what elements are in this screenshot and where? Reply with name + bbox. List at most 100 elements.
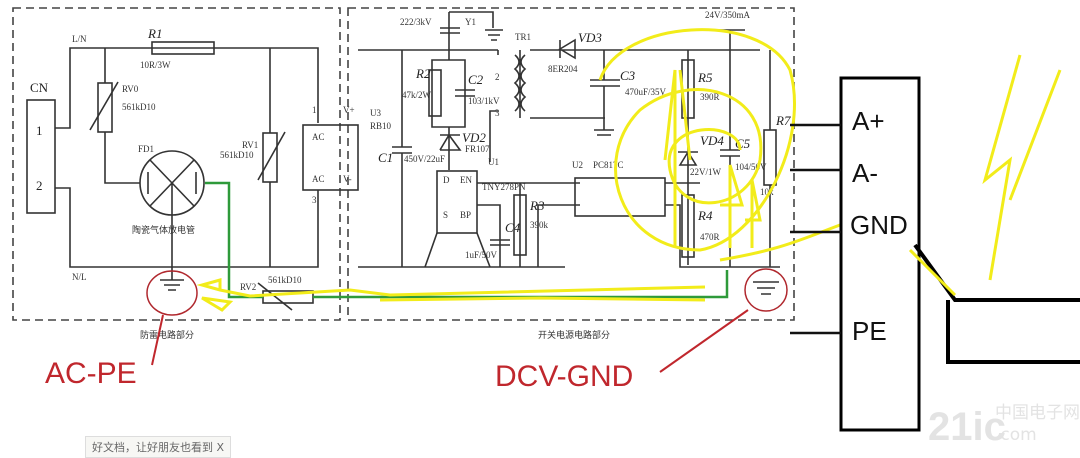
- component-label: 390R: [700, 92, 720, 102]
- component-label: VD4: [700, 133, 724, 148]
- line-bottom-label: N/L: [72, 272, 87, 282]
- circuit-wire: [424, 182, 580, 268]
- resistor-r2: [428, 69, 442, 117]
- component-label: 470R: [700, 232, 720, 242]
- surge-section-box: [12, 7, 341, 321]
- component-label: AC: [312, 174, 325, 184]
- component-label: 8ER204: [548, 64, 578, 74]
- circuit-wire: [201, 296, 234, 312]
- component-label: U1: [488, 157, 499, 167]
- component-label: 103/1kV: [468, 96, 500, 106]
- component-label: 陶瓷气体放电管: [132, 224, 195, 235]
- component-label: 561kD10: [122, 102, 156, 112]
- component-label: 2: [495, 72, 500, 82]
- component-label: FR107: [465, 144, 490, 154]
- terminal-a-plus: A+: [852, 106, 885, 136]
- circuit-wire: [257, 282, 293, 311]
- terminal-block: A+ A- GND PE: [790, 54, 1080, 432]
- circuit-wire: [663, 69, 762, 248]
- component-label: 390k: [530, 220, 549, 230]
- circuit-wire: [790, 123, 841, 335]
- component-label: C2: [468, 72, 484, 87]
- component-label: 24V/350mA: [705, 10, 751, 20]
- ac-pe-pointer: [151, 314, 164, 366]
- component-label: C3: [620, 68, 636, 83]
- component-label: 10k: [760, 187, 774, 197]
- varistor-rv1: [262, 132, 278, 183]
- terminal-a-minus: A-: [852, 158, 878, 188]
- circuit-wire: [719, 223, 841, 262]
- surge-section-title: 防雷电路部分: [140, 329, 194, 340]
- line-top-label: L/N: [72, 34, 87, 44]
- resistor-r3: [513, 194, 527, 256]
- dcv-gnd-label: DCV-GND: [495, 360, 633, 393]
- component-label: TR1: [515, 32, 531, 42]
- component-label: 470uF/35V: [625, 87, 667, 97]
- circuit-wire: [715, 29, 745, 267]
- bridge-rectifier: [302, 124, 359, 191]
- component-label: 561kD10: [268, 275, 302, 285]
- component-label: RV1: [242, 140, 258, 150]
- component-label: 1uF/50V: [465, 250, 498, 260]
- component-label: 10R/3W: [140, 60, 171, 70]
- ac-pe-circle: [146, 270, 198, 316]
- component-label: EN: [460, 175, 472, 185]
- component-label: 1: [312, 105, 317, 115]
- watermark-cn: 中国电子网: [995, 403, 1080, 423]
- connector-cn: [26, 99, 56, 214]
- component-label: R2: [415, 66, 431, 81]
- circuit-wire: [379, 296, 706, 302]
- component-label: 104/50V: [735, 162, 767, 172]
- earth-ground-icon: [160, 279, 184, 291]
- highlight-annotations: [196, 28, 841, 312]
- circuit-wire: [104, 48, 140, 184]
- component-label: RV2: [240, 282, 256, 292]
- y1-capacitor: [440, 11, 503, 60]
- component-label: 222/3kV: [400, 17, 432, 27]
- ac-pe-label: AC-PE: [45, 357, 137, 390]
- component-label: 47k/2W: [402, 90, 432, 100]
- component-label: C4: [505, 220, 521, 235]
- external-connection: [913, 243, 1080, 364]
- ic-u1: [436, 170, 478, 234]
- component-label: V-: [343, 174, 352, 184]
- component-label: Y1: [465, 17, 476, 27]
- dc-ground-icon: [753, 281, 779, 295]
- component-label: 22V/1W: [690, 167, 722, 177]
- terminal-pe: PE: [852, 316, 887, 346]
- resistor-r1: [151, 41, 215, 55]
- circuit-wire: [489, 50, 499, 162]
- component-label: R7: [775, 113, 791, 128]
- component-label: VD2: [462, 130, 486, 145]
- pe-wire: [205, 181, 380, 299]
- cn-label: CN: [30, 80, 49, 95]
- circuit-wire: [196, 278, 706, 298]
- watermark-brand: 21ic: [928, 405, 1006, 449]
- circuit-wire: [590, 50, 620, 136]
- component-label: 3: [312, 195, 317, 205]
- circuit-wire: [455, 89, 475, 97]
- circuit-wire: [147, 159, 197, 280]
- circuit-wire: [392, 146, 412, 154]
- varistor-rv0: [97, 82, 113, 133]
- component-label: VD3: [578, 30, 602, 45]
- component-label: D: [443, 175, 450, 185]
- circuit-wire: [257, 131, 286, 181]
- circuit-wire: [380, 270, 729, 299]
- terminal-gnd: GND: [850, 210, 908, 240]
- circuit-wire: [358, 49, 565, 268]
- component-label: S: [443, 210, 448, 220]
- resistor-r4: [681, 194, 695, 258]
- component-label: AC: [312, 132, 325, 142]
- component-label: 3: [495, 108, 500, 118]
- share-tooltip[interactable]: 好文档，让好朋友也看到 X: [85, 436, 232, 458]
- diode-vd2: [439, 127, 462, 170]
- watermark-domain: .com: [995, 425, 1037, 445]
- component-label: R5: [697, 70, 713, 85]
- component-label: RB10: [370, 121, 392, 131]
- component-label: BP: [460, 210, 471, 220]
- cn-pin2: 2: [36, 178, 43, 193]
- smps-section-box: [347, 7, 795, 321]
- circuit-wire: [55, 187, 319, 268]
